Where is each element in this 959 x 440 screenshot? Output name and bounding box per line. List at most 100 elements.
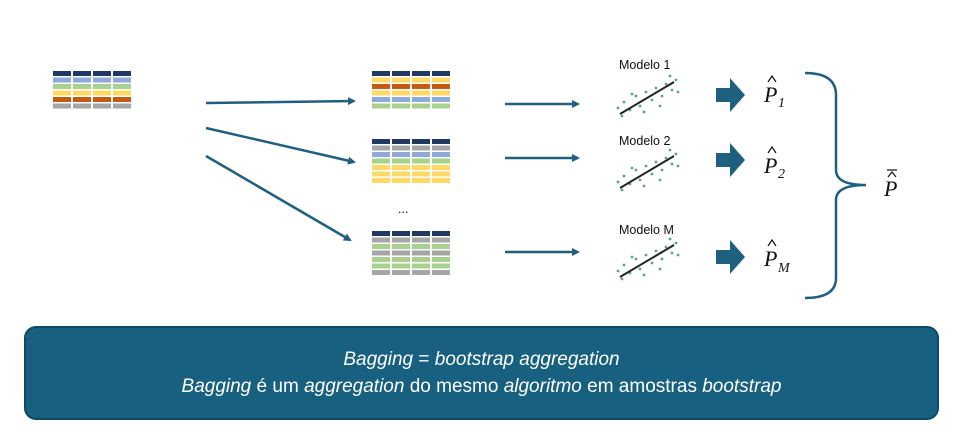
table-cell (412, 250, 430, 256)
table-cell (372, 171, 390, 177)
table-cell (412, 152, 430, 157)
table-cell (372, 139, 390, 144)
aggregate-symbol: P (883, 176, 897, 201)
table-cell (372, 250, 390, 256)
table-cell (113, 77, 131, 83)
banner-text-segment: é um (251, 376, 305, 397)
fit-line (619, 244, 675, 278)
scatter-point (660, 94, 664, 98)
fit-line (619, 81, 675, 115)
table-cell (372, 77, 390, 83)
bootstrap-sample-table-2 (372, 139, 450, 183)
scatter-point (630, 166, 634, 170)
table-cell (412, 139, 430, 144)
scatter-point (676, 90, 680, 94)
scatter-point (642, 273, 646, 277)
table-cell (432, 139, 450, 144)
scatter-point (650, 261, 654, 265)
hat-icon (887, 171, 897, 178)
table-cell (392, 97, 410, 102)
table-cell (73, 103, 91, 109)
table-cell (93, 84, 111, 89)
scatter-point (634, 168, 638, 172)
scatter-point (622, 100, 626, 104)
scatter-point (670, 251, 674, 255)
scatter-point (664, 156, 668, 160)
table-cell (372, 244, 390, 249)
regression-scatter-icon (616, 237, 680, 281)
table-cell (392, 244, 410, 249)
table-cell (392, 152, 410, 157)
table-cell (432, 145, 450, 151)
table-cell (372, 263, 390, 269)
hat-icon (767, 238, 777, 247)
table-cell (372, 178, 390, 183)
table-cell (73, 71, 91, 76)
block-arrow-icon (716, 143, 745, 177)
table-cell (412, 165, 430, 170)
banner-text-segment: em amostras (581, 376, 703, 397)
definition-line-1: Bagging = bootstrap aggregation (343, 346, 619, 373)
definition-line-2: Bagging é um aggregation do mesmo algori… (182, 373, 782, 400)
scatter-point (668, 237, 672, 241)
table-cell (432, 165, 450, 170)
table-cell (432, 231, 450, 236)
table-cell (93, 77, 111, 83)
fit-line (619, 155, 675, 189)
model-label: Modelo 2 (619, 134, 670, 148)
table-cell (412, 77, 430, 83)
table-cell (372, 71, 390, 76)
scatter-point (644, 90, 648, 94)
scatter-point (634, 257, 638, 261)
split-arrow-1 (205, 97, 356, 106)
scatter-point (658, 178, 662, 182)
prediction-subscript: 1 (778, 96, 785, 111)
scatter-point (650, 172, 654, 176)
table-cell (392, 90, 410, 96)
scatter-point (620, 114, 624, 118)
table-cell (73, 84, 91, 89)
table-cell (372, 237, 390, 243)
table-cell (412, 237, 430, 243)
table-cell (113, 97, 131, 102)
table-cell (432, 250, 450, 256)
bagging-diagram: ... Modelo 1 Modelo 2 Modelo M P 1 P 2 P… (53, 58, 897, 300)
table-cell (392, 71, 410, 76)
scatter-point (638, 178, 642, 182)
table-cell (432, 244, 450, 249)
table-cell (372, 152, 390, 157)
bootstrap-sample-table-1 (372, 71, 450, 109)
table-cell (392, 263, 410, 269)
scatter-point (664, 82, 668, 86)
scatter-point (668, 148, 672, 152)
regression-scatter-icon (616, 74, 680, 118)
table-cell (392, 158, 410, 164)
scatter-point (660, 257, 664, 261)
aggregation-brace (804, 71, 867, 300)
table-cell (113, 84, 131, 89)
table-cell (412, 171, 430, 177)
table-cell (113, 103, 131, 109)
aggregate-prediction: P (883, 169, 897, 201)
table-cell (113, 90, 131, 96)
ellipsis: ... (398, 202, 408, 216)
table-cell (372, 158, 390, 164)
scatter-point (642, 184, 646, 188)
table-cell (412, 84, 430, 89)
table-cell (412, 158, 430, 164)
scatter-point (674, 78, 678, 82)
model-label: Modelo 1 (619, 58, 670, 72)
scatter-point (638, 267, 642, 271)
table-cell (392, 103, 410, 109)
table-cell (392, 250, 410, 256)
prediction-symbol: P (763, 246, 777, 271)
table-cell (432, 158, 450, 164)
banner-text-segment: Bagging (343, 349, 414, 370)
scatter-point (620, 277, 624, 281)
table-cell (53, 77, 71, 83)
scatter-point (658, 267, 662, 271)
table-cell (392, 165, 410, 170)
prediction-1: P 1 (763, 74, 785, 111)
prediction-subscript: M (777, 261, 791, 276)
banner-text-segment: do mesmo (404, 376, 504, 397)
